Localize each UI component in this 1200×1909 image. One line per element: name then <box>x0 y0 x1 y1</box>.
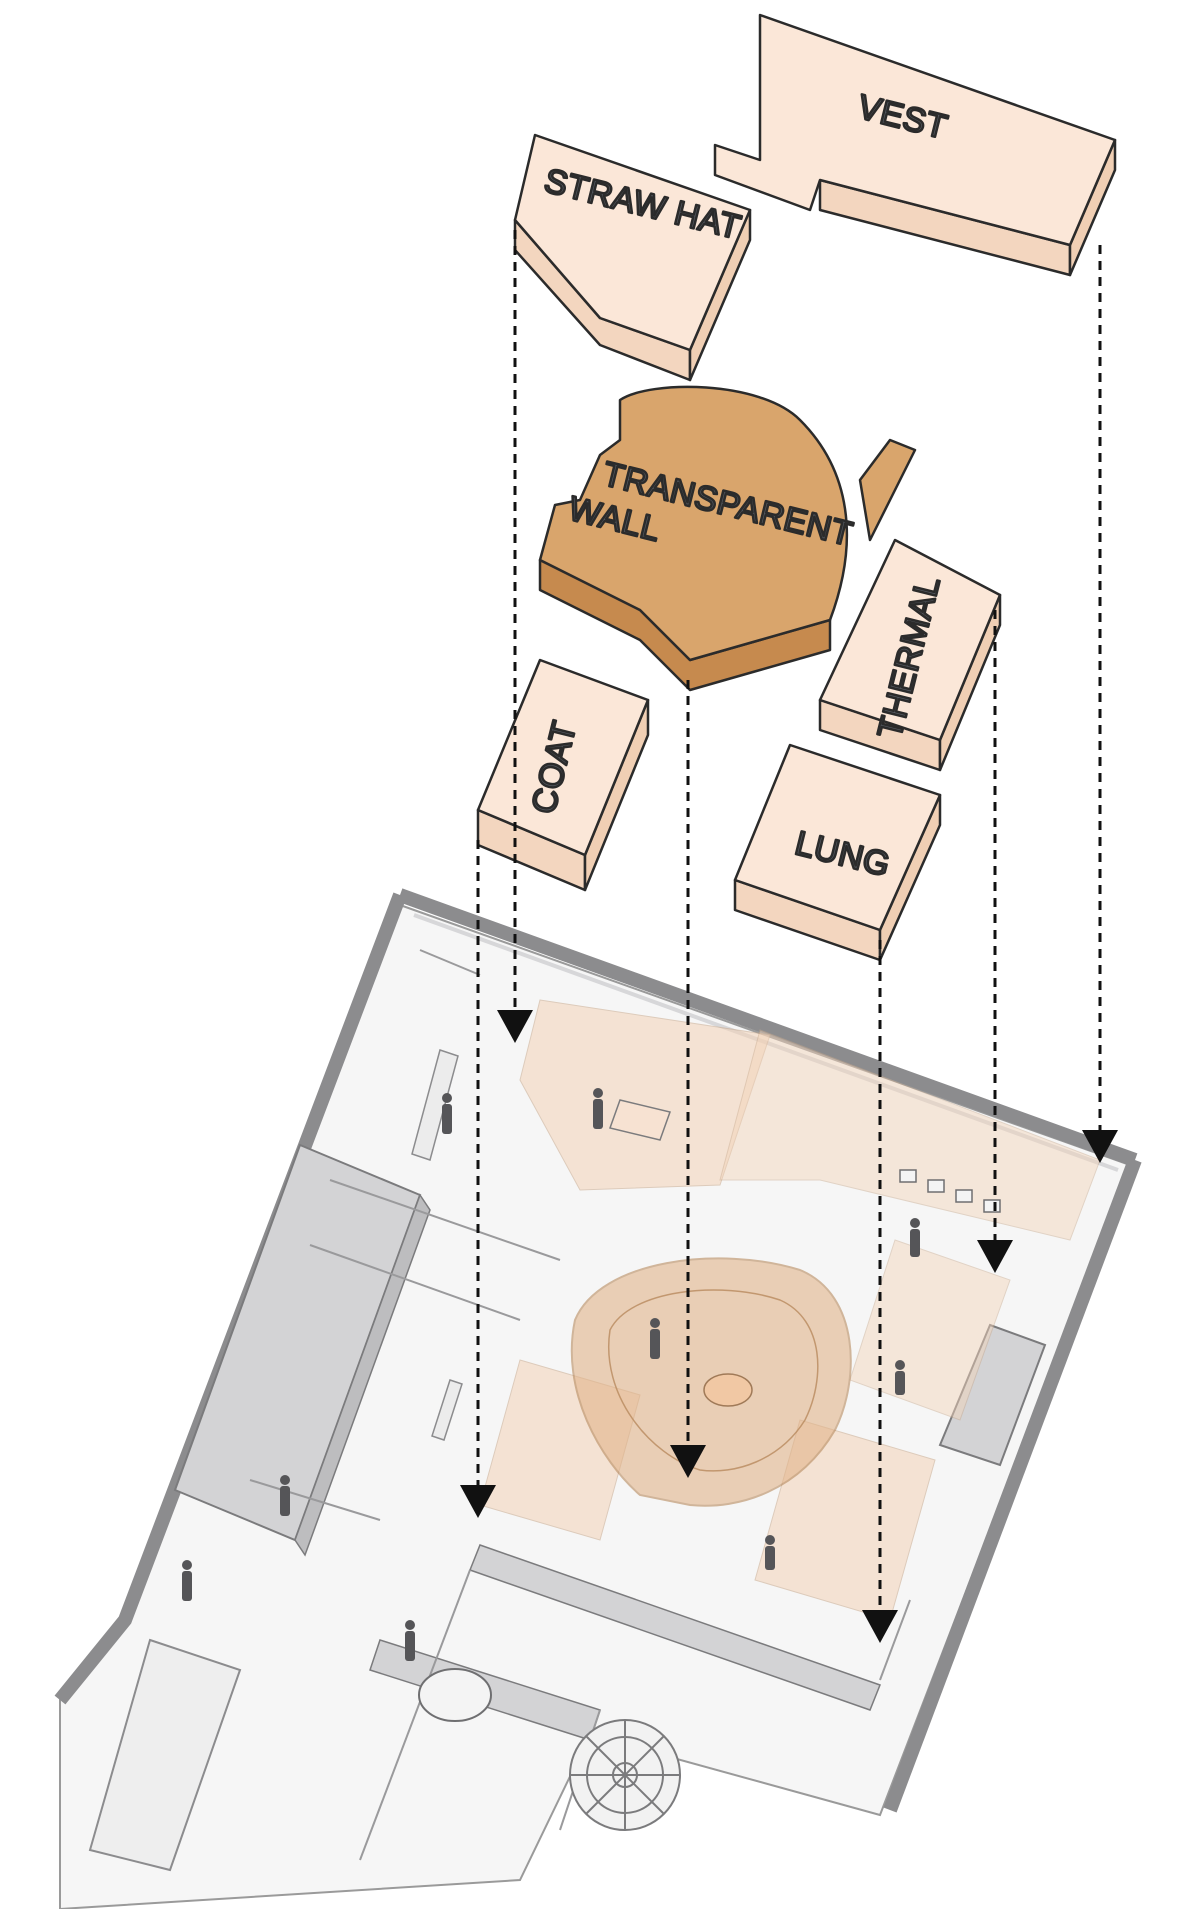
person-4 <box>910 1218 920 1257</box>
person-5 <box>895 1360 905 1395</box>
volume-coat: COAT <box>476 658 650 892</box>
transparent-wall-top <box>538 385 849 662</box>
person-9 <box>765 1535 775 1570</box>
drop-arrows <box>460 1010 1118 1643</box>
arrow-lung <box>862 1610 898 1643</box>
floating-volumes: VEST STRAW HAT TRANSPARENT WALL THERMAL <box>476 13 1117 962</box>
person-1 <box>442 1093 452 1134</box>
person-7 <box>182 1560 192 1601</box>
display-case <box>609 1099 671 1141</box>
person-2 <box>593 1088 603 1129</box>
straw-hat-top <box>513 133 752 352</box>
corridor-wall-south <box>469 1544 881 1711</box>
round-table <box>703 1373 753 1407</box>
volume-lung: LUNG <box>733 743 942 962</box>
arrow-thermal <box>977 1240 1013 1273</box>
thermal-top <box>818 538 1002 742</box>
service-core-east <box>938 1323 1047 1467</box>
outer-wall-north <box>397 888 1138 1167</box>
bench-north <box>411 1049 459 1161</box>
person-8 <box>405 1620 415 1661</box>
volume-vest: VEST <box>713 13 1117 277</box>
bench-mid <box>431 1379 463 1441</box>
human-figures <box>182 1088 920 1661</box>
coat-top <box>476 658 650 857</box>
floor-plan <box>54 888 1142 1909</box>
person-6 <box>280 1475 290 1516</box>
arrow-straw-hat <box>497 1010 533 1043</box>
overlay-vest <box>719 1029 1101 1241</box>
service-core-west-side <box>294 1193 431 1557</box>
drop-lines <box>476 230 1102 1610</box>
arrow-transparent-wall <box>670 1445 706 1478</box>
overlay-straw-hat <box>519 999 771 1191</box>
person-3 <box>650 1318 660 1359</box>
vest-top <box>713 13 1117 247</box>
partitions <box>249 949 911 1861</box>
volume-transparent-wall: TRANSPARENT WALL <box>538 385 917 692</box>
lung-top <box>733 743 942 932</box>
outer-wall-west <box>54 892 407 1705</box>
round-seating <box>418 1668 492 1722</box>
volume-thermal: THERMAL <box>818 538 1002 772</box>
outer-wall-east <box>883 1157 1142 1813</box>
arrow-vest <box>1082 1130 1118 1163</box>
corridor-west <box>88 1638 242 1872</box>
arrow-coat <box>460 1485 496 1518</box>
spiral-stair <box>569 1719 681 1831</box>
overlay-transparent-wall-inner <box>608 1289 819 1472</box>
overlay-thermal <box>849 1239 1011 1421</box>
transparent-wall-tab <box>858 438 917 542</box>
